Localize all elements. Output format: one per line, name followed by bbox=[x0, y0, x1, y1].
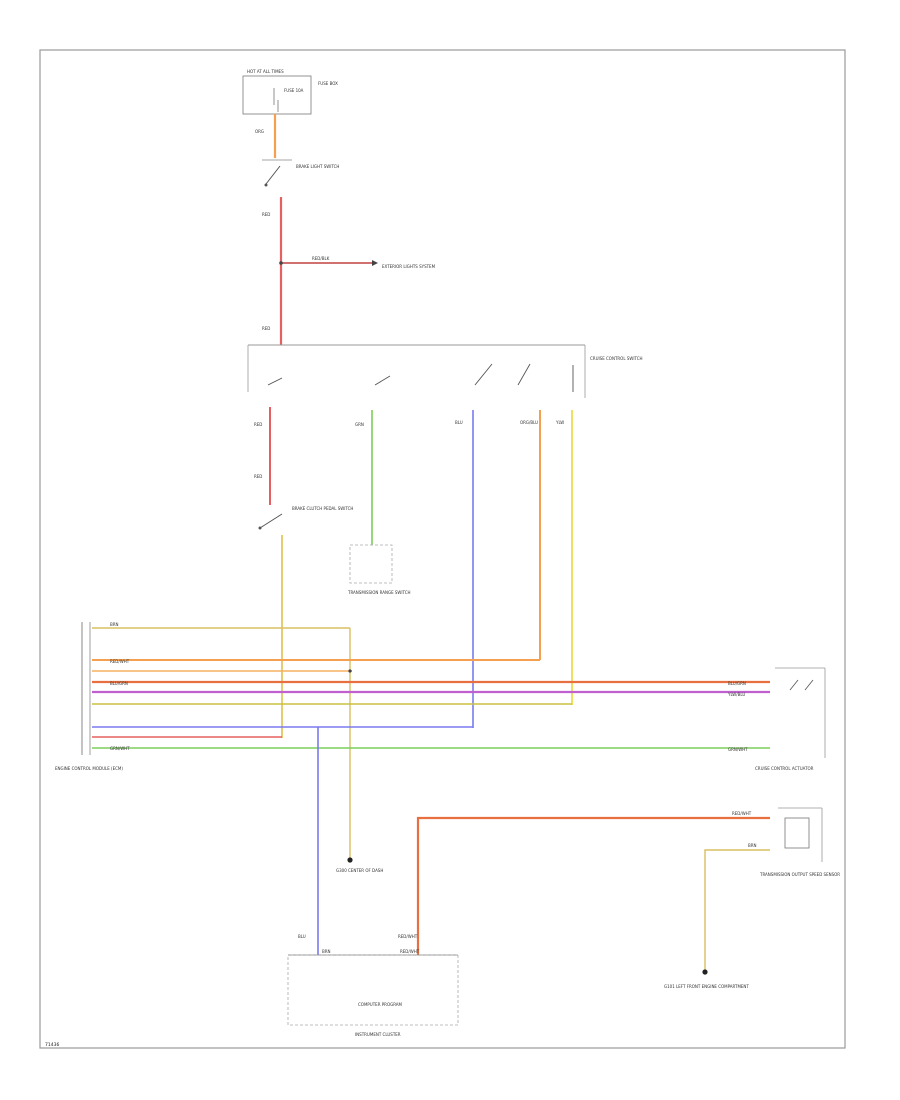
clutch-switch-label: BRAKE CLUTCH PEDAL SWITCH bbox=[292, 506, 353, 511]
wire-label-grn-wht: GRN/WHT bbox=[110, 746, 130, 751]
ground-g101-label: G101 LEFT FRONT ENGINE COMPARTMENT bbox=[664, 984, 749, 989]
wire-vss-signal bbox=[416, 816, 770, 955]
wire-label-ylw: YLW bbox=[555, 420, 564, 425]
fuse-hot-label: HOT AT ALL TIMES bbox=[247, 69, 284, 74]
vss-label: TRANSMISSION OUTPUT SPEED SENSOR bbox=[759, 872, 840, 877]
wire-label-blu-grn: BLU/GRN bbox=[110, 681, 128, 686]
wire-label-blu-cluster: BLU bbox=[298, 934, 306, 939]
wire-label-red: RED bbox=[262, 212, 270, 217]
wire-label-right-1: BLU/GRN bbox=[728, 681, 746, 686]
transmission-range-switch: TRANSMISSION RANGE SWITCH bbox=[347, 544, 411, 595]
footer-code: 71436 bbox=[45, 1042, 59, 1048]
cruise-switch-label: CRUISE CONTROL SWITCH bbox=[590, 356, 643, 361]
wire-label-org-blu: ORG/BLU bbox=[520, 420, 538, 425]
brake-switch-label: BRAKE LIGHT SWITCH bbox=[296, 164, 339, 169]
cruise-control-switch: CRUISE CONTROL SWITCH bbox=[247, 344, 643, 398]
fuse-box: HOT AT ALL TIMES FUSE BOX FUSE 10A bbox=[242, 69, 338, 115]
wire-label-org: ORG bbox=[255, 129, 264, 134]
wire-label-blu: BLU bbox=[455, 420, 463, 425]
fuse-name-label: FUSE 10A bbox=[284, 88, 304, 93]
ecm-connector: ENGINE CONTROL MODULE (ECM) bbox=[55, 622, 123, 771]
wire-label-red-wht: RED/WHT bbox=[110, 659, 130, 664]
wire-vss-ground bbox=[704, 849, 770, 970]
page-border bbox=[39, 49, 846, 1049]
wire-label-red-2: RED bbox=[262, 326, 270, 331]
wire-label-clutch-in: RED bbox=[254, 422, 262, 427]
ecm-label: ENGINE CONTROL MODULE (ECM) bbox=[55, 766, 123, 771]
cluster-module-label: COMPUTER PROGRAM bbox=[358, 1002, 403, 1007]
instrument-cluster: BRN RED/WHT COMPUTER PROGRAM INSTRUMENT … bbox=[287, 949, 459, 1037]
cluster-pin-label-2: RED/WHT bbox=[400, 949, 420, 954]
cruise-actuator: CRUISE CONTROL ACTUATOR bbox=[755, 667, 826, 771]
fuse-box-label: FUSE BOX bbox=[318, 81, 338, 86]
ground-center-label: G300 CENTER OF DASH bbox=[336, 868, 383, 873]
exterior-lights-label: EXTERIOR LIGHTS SYSTEM bbox=[382, 264, 436, 269]
clutch-pedal-switch: BRAKE CLUTCH PEDAL SWITCH bbox=[258, 506, 353, 530]
cluster-pin-label-1: BRN bbox=[322, 949, 331, 954]
wire-label-brn-vss: BRN bbox=[748, 843, 757, 848]
wire-label-grn: GRN bbox=[355, 422, 364, 427]
wire-label-right-3: GRN/WHT bbox=[728, 747, 748, 752]
cluster-label: INSTRUMENT CLUSTER bbox=[355, 1032, 401, 1037]
brake-light-switch: BRAKE LIGHT SWITCH bbox=[262, 159, 339, 187]
wire-label-vss: RED/WHT bbox=[732, 811, 752, 816]
trans-range-label: TRANSMISSION RANGE SWITCH bbox=[347, 590, 411, 595]
vss-sensor: TRANSMISSION OUTPUT SPEED SENSOR bbox=[759, 807, 840, 877]
ground-center: G300 CENTER OF DASH bbox=[336, 857, 383, 873]
wire-label-right-2: YLW/BLU bbox=[727, 692, 745, 697]
wire-label-brn: BRN bbox=[110, 622, 119, 627]
actuator-label: CRUISE CONTROL ACTUATOR bbox=[755, 766, 814, 771]
ground-g101: G101 LEFT FRONT ENGINE COMPARTMENT bbox=[664, 969, 749, 989]
wire-label-vss-2: RED/WHT bbox=[398, 934, 418, 939]
wire-label-clutch-out: RED bbox=[254, 474, 262, 479]
wire-label-red-blk: RED/BLK bbox=[312, 256, 330, 261]
